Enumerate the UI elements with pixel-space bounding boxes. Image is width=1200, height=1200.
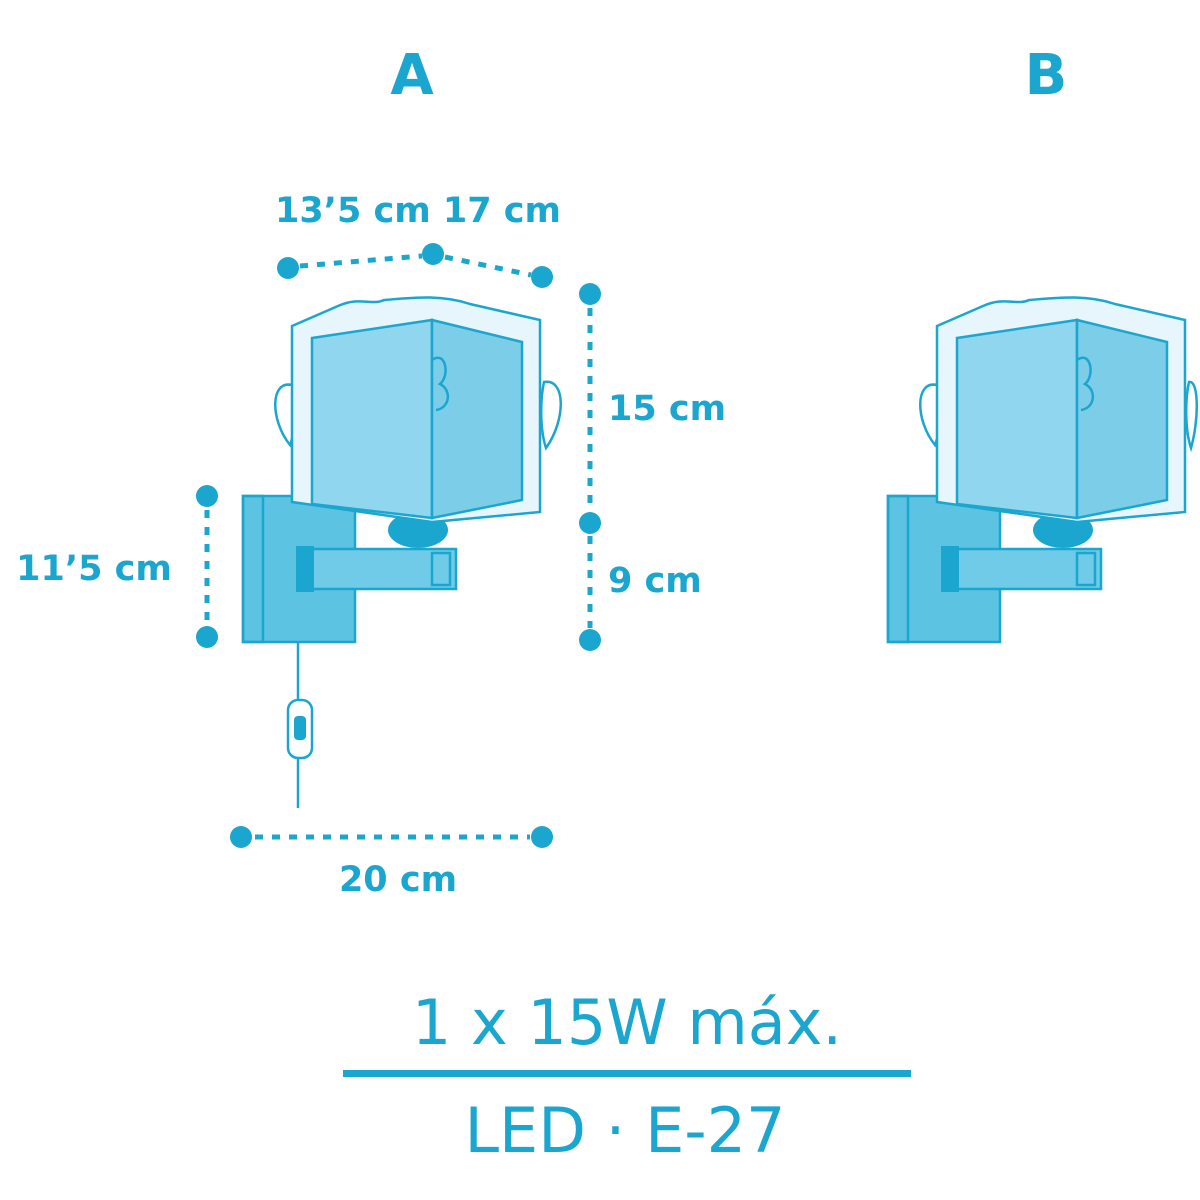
dim-depth-right-dot [531, 826, 553, 848]
dim-top-left-line [299, 253, 423, 269]
lamp-b-arm-mount [941, 546, 959, 592]
lamp-a-shade-front [310, 318, 434, 520]
lamp-a-arm [298, 547, 458, 591]
lamp-b-shade-side [1075, 318, 1169, 520]
lamp-b-wall-plate-edge [886, 494, 910, 644]
dim-top-right-line [444, 254, 532, 278]
lamp-b-illustration [886, 296, 1199, 644]
dim-top-mid-dot [422, 243, 444, 265]
lamp-a-wall-plate-edge [241, 494, 265, 644]
variant-a-label: A [390, 43, 434, 108]
dim-depth-label: 20 cm [339, 860, 457, 900]
lamp-a-switch [286, 698, 314, 760]
lamp-b-arm-end [1075, 551, 1097, 587]
specs-block: 1 x 15W máx. LED · E-27 [343, 986, 911, 1167]
lamp-a-right-ear [539, 380, 562, 451]
dim-top-width-label: 13’5 cm 17 cm [275, 191, 561, 231]
lamp-b-arm [943, 547, 1103, 591]
dimension-depth: 20 cm [230, 826, 553, 900]
dim-top-right-dot [531, 266, 553, 288]
spec-divider [343, 1070, 911, 1077]
lamp-b-right-ear [1184, 380, 1199, 453]
lamp-b-shade-front [955, 318, 1079, 520]
spec-power-text: 1 x 15W máx. [412, 986, 842, 1059]
lamp-a-shade-decoration [431, 356, 449, 412]
dimension-vertical-right: 15 cm 9 cm [579, 283, 726, 651]
dim-shade-height-label: 15 cm [608, 389, 726, 429]
lamp-a-switch-button [294, 716, 306, 740]
dim-top-left-dot [277, 257, 299, 279]
variant-b-label: B [1025, 43, 1068, 108]
lamp-a-illustration [241, 296, 562, 808]
dim-base-top-dot [196, 485, 218, 507]
dimension-top-width: 13’5 cm 17 cm [275, 191, 561, 288]
lamp-a-arm-end [430, 551, 452, 587]
lamp-a-shade-side [430, 318, 524, 520]
lamp-b-shade-decoration [1076, 356, 1094, 412]
lamp-a-arm-mount [296, 546, 314, 592]
dim-shade-bottom-dot [579, 512, 601, 534]
dim-shade-top-dot [579, 283, 601, 305]
dim-base-height-label: 11’5 cm [16, 549, 172, 589]
dim-arm-height-label: 9 cm [608, 561, 702, 601]
dimension-base-height: 11’5 cm [16, 485, 218, 648]
dim-base-bottom-dot [196, 626, 218, 648]
spec-bulb-text: LED · E-27 [464, 1094, 785, 1167]
dim-arm-bottom-dot [579, 629, 601, 651]
dim-depth-left-dot [230, 826, 252, 848]
